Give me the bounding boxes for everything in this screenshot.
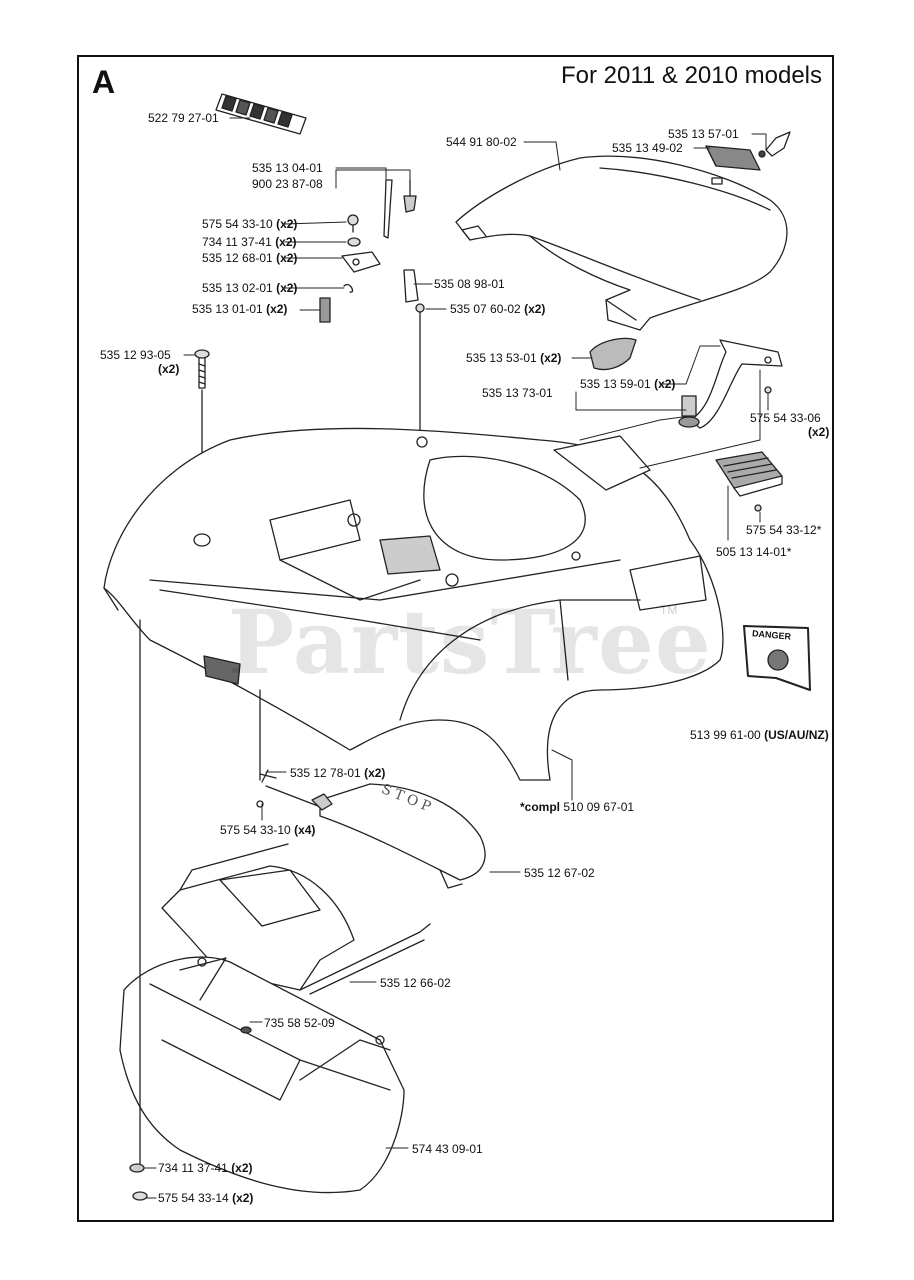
part-label[interactable]: 535 13 01-01 (x2) [192,302,288,316]
main-body [103,427,724,781]
part-label[interactable]: 535 12 93-05 [100,348,171,362]
part-label[interactable]: 535 13 73-01 [482,386,553,400]
part-label[interactable]: 535 12 67-02 [524,866,595,880]
section-letter: A [92,64,116,100]
part-label[interactable]: 575 54 33-06 [750,411,821,425]
warning-decal [215,93,307,135]
trademark: TM [660,603,678,617]
part-label[interactable]: 575 54 33-10 (x4) [220,823,316,837]
part-label[interactable]: 575 54 33-14 (x2) [158,1191,254,1205]
part-label[interactable]: 535 13 04-01 [252,161,323,175]
latch-parts [705,131,791,171]
part-label[interactable]: 513 99 61-00 (US/AU/NZ) [690,728,829,742]
part-label[interactable]: 535 12 68-01 (x2) [202,251,298,265]
part-label-qty[interactable]: (x2) [158,362,180,376]
part-label[interactable]: 535 13 53-01 (x2) [466,351,562,365]
part-label[interactable]: 522 79 27-01 [148,111,219,125]
cable-tie [383,179,417,239]
hardware-column [319,214,425,441]
bottom-washers [129,619,264,1201]
stop-cover [259,769,486,889]
part-label-qty[interactable]: (x2) [808,425,830,439]
part-label[interactable]: 535 12 66-02 [380,976,451,990]
page-title: For 2011 & 2010 models [560,62,822,89]
diagram-frame [77,55,834,1222]
part-label[interactable]: 735 58 52-09 [264,1016,335,1030]
keypad [715,451,783,512]
part-label[interactable]: 535 13 49-02 [612,141,683,155]
part-label[interactable]: 900 23 87-08 [252,177,323,191]
part-label[interactable]: 544 91 80-02 [446,135,517,149]
part-label[interactable]: 734 11 37-41 (x2) [202,235,297,249]
part-label[interactable]: 535 07 60-02 (x2) [450,302,546,316]
part-label[interactable]: 535 08 98-01 [434,277,505,291]
top-cover [455,155,788,331]
part-label[interactable]: 505 13 14-01* [716,545,792,559]
part-label[interactable]: 535 13 57-01 [668,127,739,141]
part-label[interactable]: 574 43 09-01 [412,1142,483,1156]
part-label[interactable]: 535 12 78-01 (x2) [290,766,386,780]
handle-bracket [589,337,783,429]
part-label[interactable]: 535 13 02-01 (x2) [202,281,298,295]
part-label[interactable]: 575 54 33-10 (x2) [202,217,298,231]
part-label[interactable]: *compl 510 09 67-01 [520,800,635,814]
part-label[interactable]: 734 11 37-41 (x2) [158,1161,253,1175]
part-label[interactable]: 575 54 33-12* [746,523,822,537]
watermark: PartsTree [228,590,712,694]
front-bumper [119,956,405,1194]
leader-lines [144,117,769,1199]
danger-decal [743,625,811,691]
part-label[interactable]: 535 13 59-01 (x2) [580,377,676,391]
